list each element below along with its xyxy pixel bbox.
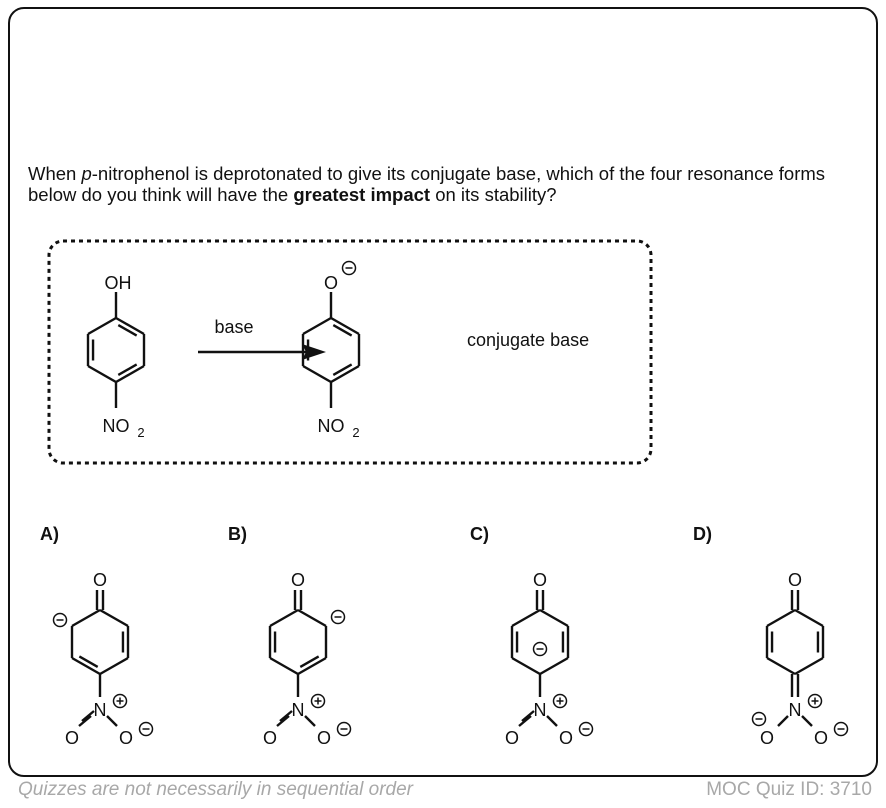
nitro-oxygen-right: O bbox=[814, 728, 828, 748]
ring-bond bbox=[766, 656, 796, 676]
ring-bond bbox=[115, 364, 145, 384]
nitro-oxygen-right: O bbox=[317, 728, 331, 748]
n-o-bond bbox=[304, 715, 316, 727]
quiz-frame bbox=[8, 7, 878, 777]
n-o-bond bbox=[106, 715, 118, 727]
nitro-oxygen-right: O bbox=[559, 728, 573, 748]
nitrogen: N bbox=[789, 700, 802, 720]
arrow-label: base bbox=[214, 317, 253, 337]
reaction-box bbox=[47, 239, 653, 465]
nitro-oxygen-left: O bbox=[505, 728, 519, 748]
ring-bond bbox=[269, 608, 299, 628]
ring-double-bond bbox=[78, 655, 99, 668]
ring-double-bond bbox=[299, 655, 320, 668]
ring-bond bbox=[71, 656, 101, 676]
option-label-b: B) bbox=[228, 524, 247, 544]
n-o-double-bond bbox=[276, 715, 290, 727]
nitro-oxygen-left: O bbox=[760, 728, 774, 748]
carbonyl-oxygen: O bbox=[93, 570, 107, 590]
option-label-d: D) bbox=[693, 524, 712, 544]
ring-bond bbox=[794, 656, 824, 676]
option-label-c: C) bbox=[470, 524, 489, 544]
ring-bond bbox=[302, 316, 332, 336]
ring-bond bbox=[511, 608, 541, 628]
question-part: When bbox=[28, 163, 82, 184]
ring-bond bbox=[115, 316, 145, 336]
ring-bond bbox=[330, 364, 360, 384]
question-part: -nitrophenol is deprotonated to give its… bbox=[28, 163, 826, 205]
nitro-label: NO bbox=[318, 416, 345, 436]
footer-note: Quizzes are not necessarily in sequentia… bbox=[18, 779, 413, 800]
ring-bond bbox=[99, 608, 129, 628]
ring-bond bbox=[99, 656, 129, 676]
ring-double-bond bbox=[332, 324, 353, 337]
ring-bond bbox=[766, 608, 796, 628]
n-o-bond bbox=[801, 715, 813, 727]
ring-double-bond bbox=[117, 363, 138, 376]
ring-bond bbox=[302, 364, 332, 384]
nitro-label: NO bbox=[103, 416, 130, 436]
nitrogen: N bbox=[292, 700, 305, 720]
n-o-bond bbox=[546, 715, 558, 727]
quiz-id: MOC Quiz ID: 3710 bbox=[706, 779, 872, 800]
n-o-double-bond bbox=[81, 710, 95, 722]
ring-bond bbox=[297, 608, 327, 628]
hydroxyl-label: OH bbox=[105, 273, 132, 293]
n-o-double-bond bbox=[518, 715, 532, 727]
ring-bond bbox=[330, 316, 360, 336]
oxide-label: O bbox=[324, 273, 338, 293]
nitro-oxygen-right: O bbox=[119, 728, 133, 748]
ring-bond bbox=[539, 608, 569, 628]
question-emphasis: greatest impact bbox=[293, 184, 431, 205]
question-italic: p bbox=[81, 163, 92, 184]
carbonyl-oxygen: O bbox=[533, 570, 547, 590]
ring-bond bbox=[297, 656, 327, 676]
subscript-2: 2 bbox=[137, 425, 144, 440]
ring-bond bbox=[71, 608, 101, 628]
ring-bond bbox=[539, 656, 569, 676]
nitrogen: N bbox=[534, 700, 547, 720]
conjugate-base-label: conjugate base bbox=[467, 330, 589, 350]
n-o-bond bbox=[777, 715, 789, 727]
ring-double-bond bbox=[332, 363, 353, 376]
ring-bond bbox=[87, 316, 117, 336]
question-text: When p-nitrophenol is deprotonated to gi… bbox=[28, 163, 868, 205]
nitrogen: N bbox=[94, 700, 107, 720]
nitro-oxygen-left: O bbox=[263, 728, 277, 748]
ring-bond bbox=[511, 656, 541, 676]
n-o-double-bond bbox=[279, 710, 293, 722]
ring-bond bbox=[794, 608, 824, 628]
nitro-oxygen-left: O bbox=[65, 728, 79, 748]
n-o-double-bond bbox=[521, 710, 535, 722]
question-part: on its stability? bbox=[430, 184, 557, 205]
ring-bond bbox=[87, 364, 117, 384]
ring-bond bbox=[269, 656, 299, 676]
n-o-double-bond bbox=[78, 715, 92, 727]
subscript-2: 2 bbox=[352, 425, 359, 440]
carbonyl-oxygen: O bbox=[788, 570, 802, 590]
carbonyl-oxygen: O bbox=[291, 570, 305, 590]
option-label-a: A) bbox=[40, 524, 59, 544]
ring-double-bond bbox=[117, 324, 138, 337]
